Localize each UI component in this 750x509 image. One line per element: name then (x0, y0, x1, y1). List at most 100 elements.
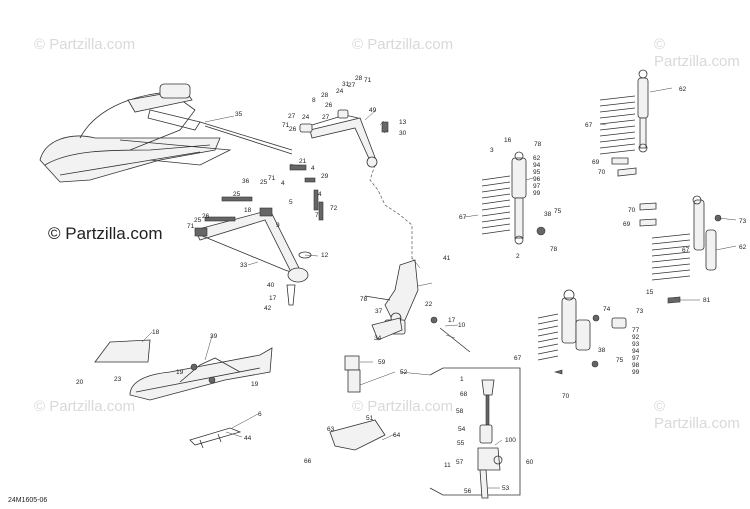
lower-a-arm (194, 196, 312, 306)
leader-lines (141, 87, 737, 489)
callout: 19 (251, 381, 259, 388)
callout: 4 (281, 180, 285, 187)
callout: 12 (321, 252, 329, 259)
callout: 36 (242, 178, 250, 185)
callout: 54 (458, 426, 466, 433)
callout: 37 (375, 308, 383, 315)
callout: 6 (258, 411, 262, 418)
callout: 69 (592, 159, 600, 166)
callout: 10 (458, 322, 466, 329)
callout: 39 (210, 333, 218, 340)
callout: 27 (322, 114, 330, 121)
callout: 1 (460, 376, 464, 383)
callout: 96 (533, 176, 541, 183)
shock-lower-center (537, 289, 627, 375)
callout: 75 (616, 357, 624, 364)
callout: 26 (202, 213, 210, 220)
callout: 34 (374, 335, 382, 342)
callout: 42 (264, 305, 272, 312)
callout: 17 (269, 295, 277, 302)
callout: 44 (244, 435, 252, 442)
callout: 20 (76, 379, 84, 386)
callout: 75 (554, 208, 562, 215)
callout: 55 (457, 440, 465, 447)
callout: 26 (289, 126, 297, 133)
ski-assembly-top (39, 83, 293, 183)
callout: 17 (448, 317, 456, 324)
watermark-top-right: © Partzilla.com (654, 36, 740, 70)
callout: 71 (364, 77, 372, 84)
upper-a-arm (289, 109, 389, 221)
callout: 74 (603, 306, 611, 313)
callout: 78 (534, 141, 542, 148)
callout: 7 (315, 212, 319, 219)
callout: 28 (321, 92, 329, 99)
diagram-code: 24M1605-06 (8, 497, 48, 504)
callout: 71 (282, 122, 290, 129)
callouts: 35 27 71 8 28 24 31 27 28 71 49 13 30 26… (76, 75, 747, 495)
watermark-bottom-left: © Partzilla.com (34, 398, 136, 415)
callout: 62 (533, 155, 541, 162)
callout: 52 (400, 369, 408, 376)
callout: 5 (289, 199, 293, 206)
callout: 53 (502, 485, 510, 492)
callout: 94 (632, 348, 640, 355)
callout: 77 (632, 327, 640, 334)
callout: 22 (425, 301, 433, 308)
callout: 67 (514, 355, 522, 362)
callout: 25 (194, 217, 202, 224)
callout: 78 (550, 246, 558, 253)
callout: 25 (233, 191, 241, 198)
callout: 23 (114, 376, 122, 383)
ski-assembly-bottom (94, 339, 273, 449)
callout: 57 (456, 459, 464, 466)
callout: 35 (235, 111, 243, 118)
callout: 60 (526, 459, 534, 466)
callout: 62 (679, 86, 687, 93)
callout: 69 (623, 221, 631, 228)
callout: 70 (628, 207, 636, 214)
callout: 30 (399, 130, 407, 137)
callout: 19 (176, 369, 184, 376)
callout: 18 (244, 207, 252, 214)
watermark-bottom-right: © Partzilla.com (654, 398, 740, 432)
callout: 70 (562, 393, 570, 400)
callout: 18 (152, 329, 160, 336)
callout: 94 (533, 162, 541, 169)
callout: 8 (312, 97, 316, 104)
callout: 71 (187, 223, 195, 230)
callout: 4 (311, 165, 315, 172)
callout: 51 (366, 415, 374, 422)
callout: 67 (682, 247, 690, 254)
callout: 29 (321, 173, 329, 180)
callout: 41 (443, 255, 451, 262)
watermark-top-left: © Partzilla.com (34, 36, 136, 53)
callout: 78 (360, 296, 368, 303)
callout: 26 (325, 102, 333, 109)
callout: 49 (369, 107, 377, 114)
callout: 31 (342, 81, 350, 88)
callout: 2 (516, 253, 520, 260)
callout: 15 (646, 289, 654, 296)
spindle (364, 259, 471, 353)
callout: 28 (355, 75, 363, 82)
shock-top-right (599, 69, 649, 177)
callout: 92 (632, 334, 640, 341)
callout: 27 (288, 113, 296, 120)
callout: 98 (632, 362, 640, 369)
watermark-top-center: © Partzilla.com (352, 36, 454, 53)
callout: 24 (302, 114, 310, 121)
callout: 70 (598, 169, 606, 176)
callout: 71 (268, 175, 276, 182)
callout: 33 (240, 262, 248, 269)
callout: 73 (739, 218, 747, 225)
callout: 73 (636, 308, 644, 315)
callout: 58 (456, 408, 464, 415)
watermark-bottom-center: © Partzilla.com (352, 398, 454, 415)
callout: 97 (632, 355, 640, 362)
callout: 3 (490, 147, 494, 154)
callout: 63 (327, 426, 335, 433)
callout: 24 (336, 88, 344, 95)
